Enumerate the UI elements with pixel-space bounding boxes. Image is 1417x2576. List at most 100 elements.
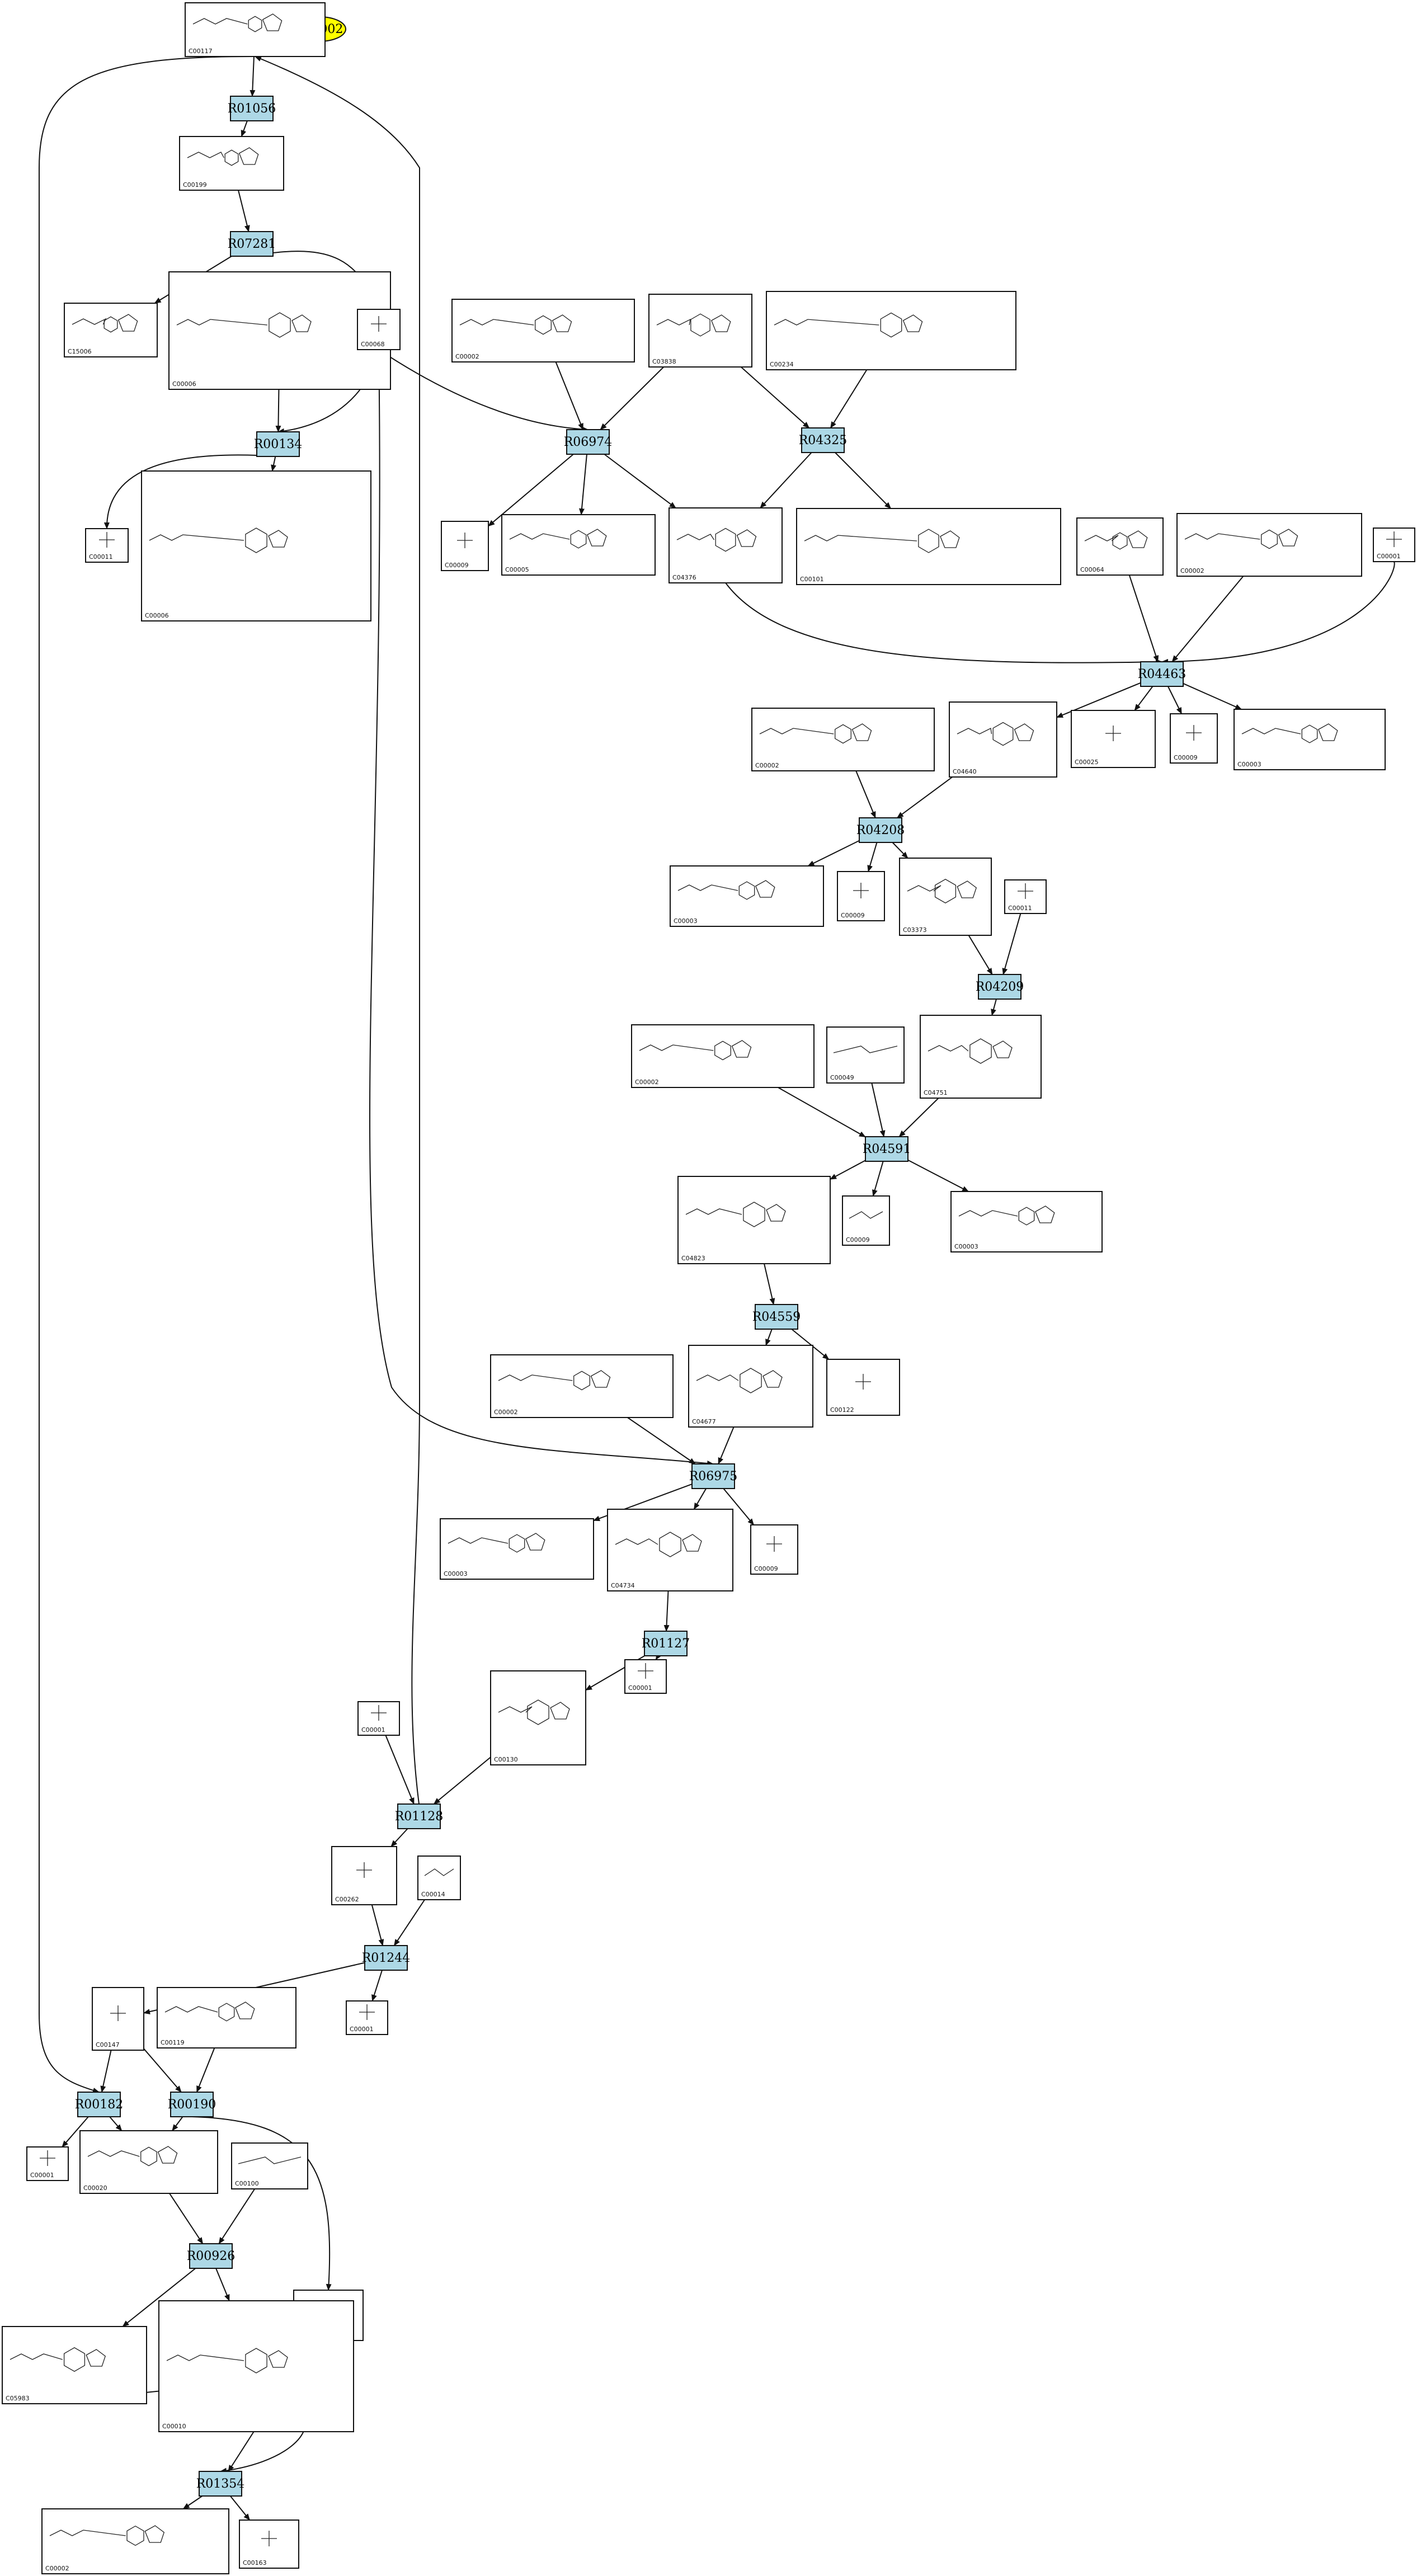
compound-node-C00009-23[interactable]: C00009: [837, 871, 885, 921]
compound-box: [796, 508, 1061, 585]
compound-node-C00025-19[interactable]: C00025: [1071, 710, 1156, 768]
compound-node-C00001-40[interactable]: C00001: [357, 1701, 400, 1736]
compound-node-C00002-32[interactable]: C00002: [490, 1354, 674, 1418]
compound-node-C15006-2[interactable]: C15006: [64, 303, 158, 357]
edge-r-8-c-29: [830, 1160, 866, 1180]
reaction-node-R06975[interactable]: R06975: [689, 1463, 738, 1489]
compound-node-C04376-12[interactable]: C04376: [669, 507, 783, 583]
compound-node-C00011-25[interactable]: C00011: [1004, 879, 1047, 914]
reaction-label: R01354: [196, 2477, 245, 2491]
compound-node-C00064-14[interactable]: C00064: [1076, 517, 1164, 576]
ring2-bonds: [552, 314, 572, 332]
compound-label: C03838: [652, 358, 676, 365]
compound-node-C00002-15[interactable]: C00002: [1176, 513, 1362, 577]
compound-box: [751, 708, 935, 771]
compound-node-C00122-34[interactable]: C00122: [826, 1359, 900, 1416]
ring-bonds: [103, 316, 118, 333]
compound-box: [79, 2130, 218, 2194]
compound-node-C04677-33[interactable]: C04677: [688, 1345, 813, 1428]
compound-node-C03373-24[interactable]: C03373: [899, 858, 992, 936]
edge-c-4-r-3: [378, 349, 589, 432]
reaction-node-R01354[interactable]: R01354: [196, 2471, 245, 2497]
compound-node-C04640-18[interactable]: C04640: [949, 701, 1057, 778]
compound-node-C00001-43[interactable]: C00001: [346, 2000, 388, 2035]
reaction-node-R01056[interactable]: R01056: [228, 96, 276, 121]
compound-node-C00147-44[interactable]: C00147: [92, 1987, 144, 2051]
compound-node-C04823-29[interactable]: C04823: [677, 1176, 831, 1264]
compound-node-C00003-31[interactable]: C00003: [950, 1191, 1103, 1252]
compound-node-C00020-47[interactable]: C00020: [79, 2130, 218, 2194]
edge-c-42-r-13: [393, 1899, 425, 1946]
compound-node-C00002-52[interactable]: C00002: [41, 2508, 229, 2574]
compound-node-C03838-6[interactable]: C03838: [648, 294, 752, 368]
reaction-node-R07281[interactable]: R07281: [228, 231, 276, 257]
compound-node-C00163-53[interactable]: C00163: [239, 2520, 299, 2569]
compound-node-C00009-10[interactable]: C00009: [441, 521, 489, 571]
reaction-node-R04591[interactable]: R04591: [863, 1136, 911, 1162]
reaction-label: R01127: [642, 1637, 690, 1651]
reaction-box: [1140, 661, 1184, 687]
compound-node-C00001-46[interactable]: C00001: [26, 2146, 69, 2181]
compound-node-C00009-30[interactable]: C00009: [842, 1195, 890, 1246]
ring-bonds: [659, 1532, 681, 1557]
compound-node-C00006-9[interactable]: C00006: [141, 470, 371, 621]
edge-r-8-c-30: [872, 1161, 884, 1197]
compound-node-C00117-0[interactable]: C00117: [185, 2, 326, 57]
reaction-node-R01127[interactable]: R01127: [642, 1631, 690, 1656]
compound-node-C00003-35[interactable]: C00003: [440, 1518, 594, 1580]
reaction-node-R06974[interactable]: R06974: [564, 429, 613, 455]
reaction-node-R04559[interactable]: R04559: [752, 1304, 801, 1330]
compound-node-C00010-51[interactable]: C00010: [158, 2300, 354, 2432]
compound-label: C00002: [455, 353, 479, 360]
compound-node-C00002-5[interactable]: C00002: [451, 299, 635, 362]
compound-node-C05983-50[interactable]: C05983: [2, 2326, 147, 2404]
reaction-node-R04325[interactable]: R04325: [799, 427, 848, 453]
compound-node-C00101-13[interactable]: C00101: [796, 508, 1061, 585]
ring-bonds: [126, 2525, 144, 2546]
reaction-node-R01244[interactable]: R01244: [362, 1945, 411, 1971]
compound-node-C00234-7[interactable]: C00234: [766, 291, 1016, 370]
ring2-bonds: [682, 1534, 702, 1552]
compound-box: [826, 1026, 905, 1084]
compound-label: C00001: [1377, 553, 1401, 560]
compound-label: C00147: [96, 2041, 120, 2048]
ring2-bonds: [590, 1370, 611, 1388]
edge-c-28-r-8: [898, 1098, 939, 1137]
reaction-node-R00134[interactable]: R00134: [254, 431, 303, 457]
compound-node-C00014-42[interactable]: C00014: [417, 1856, 461, 1900]
edge-r-5-c-20: [1168, 686, 1183, 714]
compound-node-C00001-16[interactable]: C00001: [1373, 528, 1415, 562]
ring2-bonds: [957, 880, 977, 898]
compound-node-C00003-22[interactable]: C00003: [670, 865, 824, 927]
chain-bonds: [238, 2156, 302, 2164]
chain-bonds: [1084, 535, 1119, 541]
compound-box: [440, 1518, 594, 1580]
compound-node-C00119-45[interactable]: C00119: [157, 1987, 296, 2048]
compound-node-C00005-11[interactable]: C00005: [501, 514, 656, 576]
compound-node-C00049-27[interactable]: C00049: [826, 1026, 905, 1084]
compound-node-C00130-39[interactable]: C00130: [490, 1670, 586, 1765]
compound-node-C00009-37[interactable]: C00009: [750, 1524, 798, 1575]
edge-c-24-r-7: [968, 935, 993, 975]
reaction-node-R00926[interactable]: R00926: [187, 2243, 236, 2269]
compound-node-C00262-41[interactable]: C00262: [331, 1846, 397, 1905]
compound-node-C00011-8[interactable]: C00011: [85, 528, 129, 563]
ring2-bonds: [851, 723, 872, 741]
reaction-node-R00190[interactable]: R00190: [168, 2092, 216, 2117]
compound-node-C00002-26[interactable]: C00002: [631, 1024, 815, 1088]
reaction-node-R04209[interactable]: R04209: [976, 974, 1024, 1000]
compound-node-C00100-48[interactable]: C00100: [231, 2142, 308, 2189]
compound-box: [41, 2508, 229, 2574]
compound-node-C00003-21[interactable]: C00003: [1234, 709, 1386, 770]
compound-node-C00009-20[interactable]: C00009: [1170, 713, 1218, 764]
compound-node-C04751-28[interactable]: C04751: [920, 1015, 1042, 1099]
compound-node-C00199-1[interactable]: C00199: [179, 136, 284, 191]
reaction-node-R04208[interactable]: R04208: [856, 817, 905, 843]
reaction-node-R01128[interactable]: R01128: [395, 1803, 444, 1829]
compound-node-C00002-17[interactable]: C00002: [751, 708, 935, 771]
reaction-node-R00182[interactable]: R00182: [75, 2092, 124, 2117]
reaction-node-R04463[interactable]: R04463: [1138, 661, 1187, 687]
compound-node-C04734-36[interactable]: C04734: [607, 1509, 733, 1591]
compound-node-C00068-4[interactable]: C00068: [357, 309, 401, 350]
compound-node-C00001-38[interactable]: C00001: [624, 1659, 667, 1694]
